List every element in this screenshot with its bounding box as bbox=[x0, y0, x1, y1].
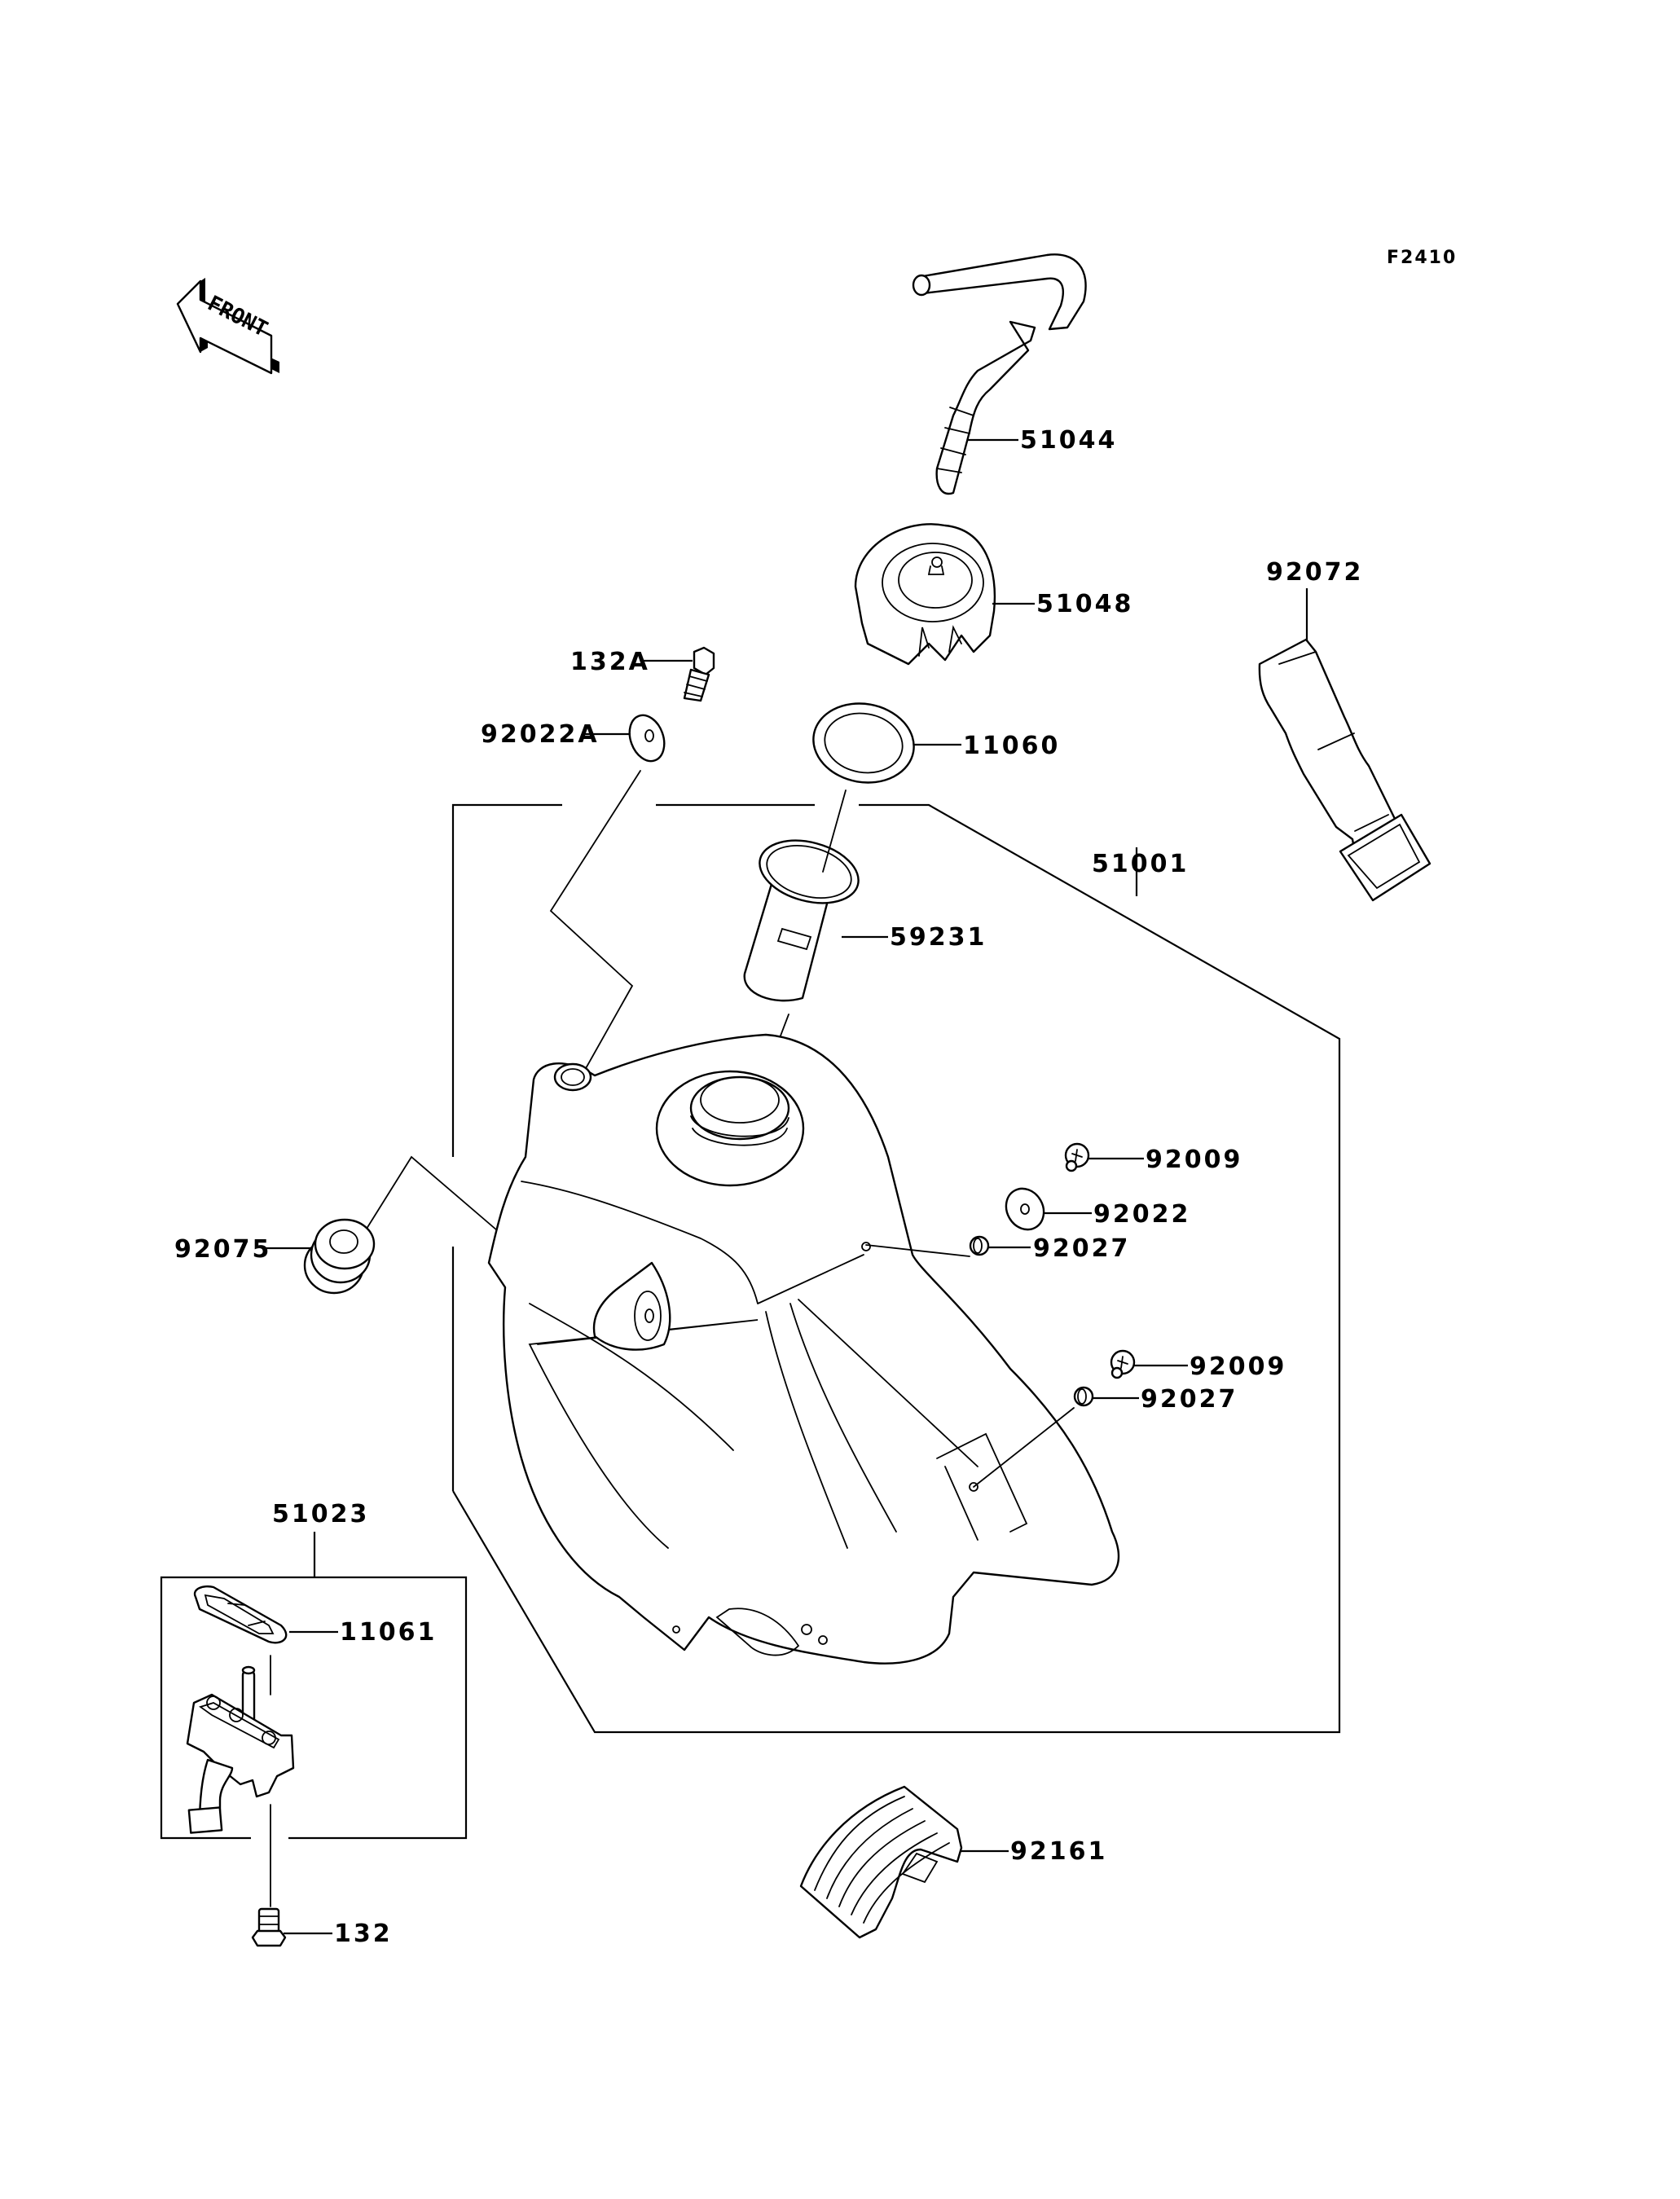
part-label-51048[interactable]: 51048 bbox=[1036, 590, 1133, 618]
filter-part-59231[interactable] bbox=[743, 830, 865, 1002]
part-label-132[interactable]: 132 bbox=[334, 1920, 393, 1948]
collar-part-92027-lower[interactable] bbox=[1073, 1386, 1094, 1407]
part-label-92075[interactable]: 92075 bbox=[174, 1235, 271, 1264]
part-label-92027-lower[interactable]: 92027 bbox=[1141, 1385, 1238, 1414]
part-label-92027[interactable]: 92027 bbox=[1033, 1234, 1130, 1263]
figure-code: F2410 bbox=[1387, 248, 1457, 268]
part-label-92072[interactable]: 92072 bbox=[1266, 558, 1363, 587]
bolt-part-132[interactable] bbox=[251, 1907, 287, 1947]
part-label-92009-lower[interactable]: 92009 bbox=[1190, 1352, 1286, 1381]
fuel-cock-part[interactable] bbox=[186, 1655, 295, 1907]
part-label-51023[interactable]: 51023 bbox=[272, 1500, 369, 1528]
strap-part-92072[interactable] bbox=[1258, 638, 1432, 902]
front-arrow-icon: FRONT bbox=[176, 278, 279, 375]
part-label-92022A[interactable]: 92022A bbox=[481, 720, 600, 749]
tank-assembly-boundary bbox=[451, 803, 1341, 1734]
fuel-tank-part-51001[interactable] bbox=[487, 1033, 1120, 1665]
part-label-11061[interactable]: 11061 bbox=[340, 1618, 437, 1647]
part-label-51044[interactable]: 51044 bbox=[1020, 426, 1117, 455]
washer-part-92022[interactable] bbox=[999, 1181, 1051, 1236]
part-label-11060[interactable]: 11060 bbox=[963, 732, 1060, 760]
part-label-59231[interactable]: 59231 bbox=[890, 923, 987, 952]
part-label-92022[interactable]: 92022 bbox=[1093, 1200, 1190, 1229]
screw-part-92009[interactable] bbox=[1064, 1142, 1090, 1172]
part-label-92161[interactable]: 92161 bbox=[1010, 1837, 1107, 1866]
hose-part-51044[interactable] bbox=[912, 253, 1087, 495]
screw-part-92009-lower[interactable] bbox=[1110, 1349, 1136, 1379]
washer-part-92022A[interactable] bbox=[623, 710, 670, 766]
part-label-92009[interactable]: 92009 bbox=[1146, 1146, 1242, 1174]
bolt-part-132A[interactable] bbox=[683, 646, 715, 702]
gasket-part-11061[interactable] bbox=[193, 1585, 288, 1644]
part-label-132A[interactable]: 132A bbox=[570, 648, 650, 676]
damper-part-92075[interactable] bbox=[303, 1218, 376, 1295]
fuel-cap-part-51048[interactable] bbox=[854, 523, 996, 666]
part-label-51001[interactable]: 51001 bbox=[1092, 850, 1189, 878]
damper-part-92161[interactable] bbox=[799, 1785, 963, 1939]
collar-part-92027[interactable] bbox=[969, 1235, 990, 1256]
gasket-part-11060[interactable] bbox=[807, 696, 921, 790]
